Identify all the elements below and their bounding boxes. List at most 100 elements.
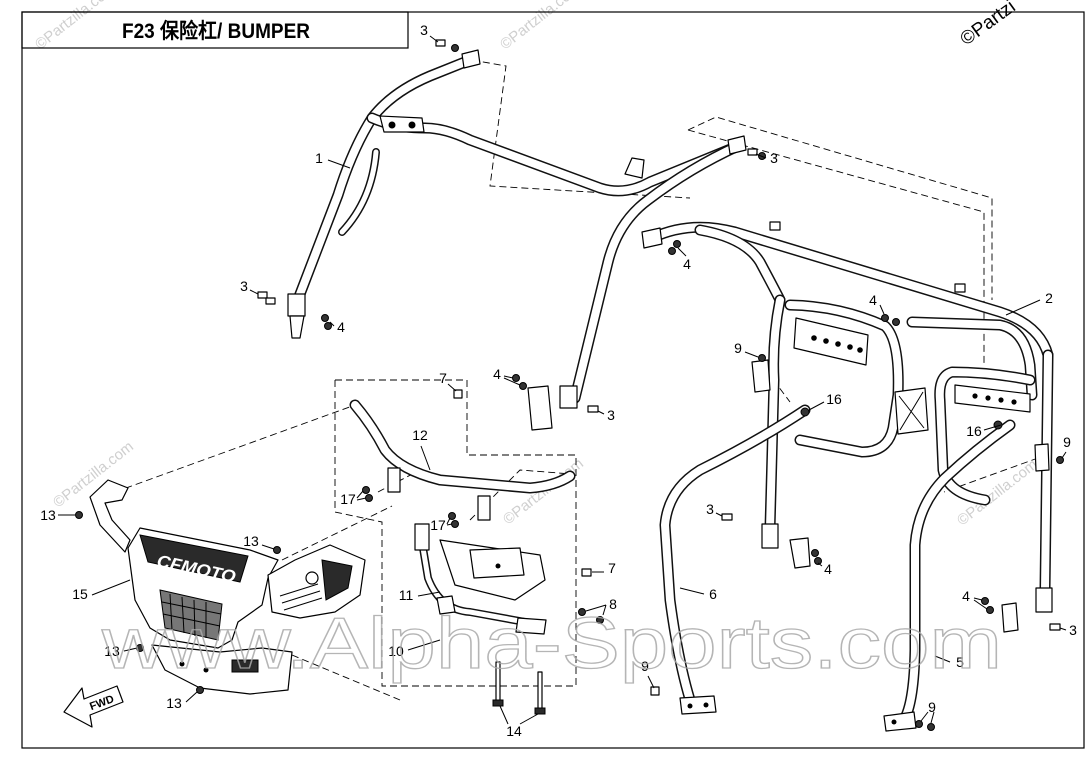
- part-1-left-mount-plate: [287, 293, 306, 317]
- part-2-roof-tab: [954, 283, 966, 293]
- part-2-upper-loop: [786, 301, 903, 456]
- nut: [196, 686, 204, 694]
- plate-hole: [835, 341, 841, 347]
- foot-plate-hole: [687, 703, 693, 709]
- nut: [800, 407, 810, 417]
- part-5-right-brace: [883, 419, 1016, 732]
- bolt: [435, 39, 446, 47]
- dashed-line: [281, 505, 393, 561]
- diagram-frame: [21, 11, 1085, 749]
- part-2-right-leg-bracket: [1034, 443, 1050, 472]
- bolt: [587, 405, 599, 413]
- bracket-hole: [495, 563, 501, 569]
- part-11-upper-plate: [469, 547, 525, 579]
- nut: [673, 240, 681, 248]
- part-2-left-socket: [789, 537, 811, 569]
- callout-part-11: 11: [399, 587, 414, 603]
- callout-part-4: 4: [962, 588, 970, 604]
- part-1-front-roll-cage: [287, 49, 747, 431]
- part-1-corner-tab: [461, 49, 481, 69]
- part-14-bolt-head: [534, 707, 546, 715]
- nut: [596, 616, 604, 624]
- watermark-partzilla: ©Partzilla.com: [497, 0, 584, 53]
- part-12-left-tab: [387, 467, 401, 493]
- callout-part-3: 3: [1069, 622, 1077, 638]
- nut: [324, 322, 332, 330]
- nut: [668, 247, 676, 255]
- part-11-vertical-tab: [414, 523, 430, 551]
- nut: [993, 420, 1003, 430]
- callout-part-9: 9: [734, 340, 742, 356]
- part-2-left-leg-bracket: [751, 359, 771, 393]
- bolt: [1049, 623, 1061, 631]
- fwd-arrow-icon: FWD: [63, 685, 124, 728]
- plate-hole: [998, 397, 1004, 403]
- part-1-left-socket: [289, 315, 305, 339]
- plate-hole: [811, 335, 817, 341]
- part-14-bolt-head: [492, 699, 504, 707]
- callout-part-12: 12: [412, 427, 428, 443]
- callout-part-4: 4: [337, 319, 345, 335]
- nut: [915, 720, 923, 728]
- callout-part-17: 17: [430, 517, 446, 533]
- callout-part-4: 4: [869, 292, 877, 308]
- watermark-alpha-sports: www.Alpha-Sports.com: [101, 604, 1002, 684]
- mesh-lines: [161, 593, 222, 638]
- callout-part-13: 13: [243, 533, 259, 549]
- nut: [451, 44, 459, 52]
- part-15-front-grille: CFMOTO: [89, 479, 366, 695]
- part-13-left-bracket: [89, 479, 131, 553]
- part-2-rear-roll-cage: [641, 221, 1054, 633]
- part-1-inner-brace: [339, 149, 379, 235]
- callout-leader-lines: [58, 35, 1067, 725]
- nut: [881, 314, 889, 322]
- callout-part-1: 1: [315, 150, 323, 166]
- part-10-bracket: [436, 595, 456, 615]
- part-12-bumper-bar: [349, 399, 576, 521]
- nut: [512, 374, 520, 382]
- part-2-right-socket: [1001, 602, 1019, 633]
- bolt: [265, 297, 276, 305]
- bolt: [721, 513, 733, 521]
- callout-part-7: 7: [608, 560, 616, 576]
- nut: [365, 494, 373, 502]
- nut: [927, 723, 935, 731]
- plate-hole: [847, 344, 853, 350]
- callout-part-17: 17: [340, 491, 356, 507]
- part-2-left-end-tab: [641, 227, 663, 249]
- part-15-logo-band: [139, 534, 249, 583]
- skid-hole: [203, 667, 209, 673]
- part-1-left-leg: [293, 56, 474, 306]
- callout-part-5: 5: [956, 654, 964, 670]
- callout-part-10: 10: [388, 643, 404, 659]
- part-1-top-bracket: [624, 157, 645, 179]
- part-2-right-leg: [1041, 351, 1052, 594]
- part-5-brace-tube: [901, 421, 1014, 722]
- callout-part-13: 13: [104, 643, 120, 659]
- dashed-line: [687, 129, 985, 365]
- callout-part-16: 16: [826, 391, 842, 407]
- watermark-partzilla: ©Partzilla.com: [32, 0, 119, 53]
- nut: [321, 314, 329, 322]
- dashed-line: [334, 379, 577, 687]
- part-12-bar-tube: [351, 401, 574, 492]
- skid-hole: [179, 661, 185, 667]
- nut: [75, 511, 83, 519]
- part-1-right-leg: [571, 142, 742, 402]
- gusset-hole: [388, 121, 396, 129]
- part-2-roof-rail-outer: [648, 223, 1052, 359]
- nut: [758, 354, 766, 362]
- side-vent-slats: [279, 583, 323, 611]
- plate-hole: [823, 338, 829, 344]
- nut: [448, 512, 456, 520]
- part-2-roof-tab: [769, 221, 781, 231]
- callout-part-3: 3: [240, 278, 248, 294]
- callout-part-13: 13: [166, 695, 182, 711]
- nut: [451, 520, 459, 528]
- callout-part-3: 3: [607, 407, 615, 423]
- callout-part-3: 3: [420, 22, 428, 38]
- part-2-roof-rail-inner: [696, 226, 784, 304]
- dashed-line: [687, 116, 993, 300]
- callout-part-4: 4: [824, 561, 832, 577]
